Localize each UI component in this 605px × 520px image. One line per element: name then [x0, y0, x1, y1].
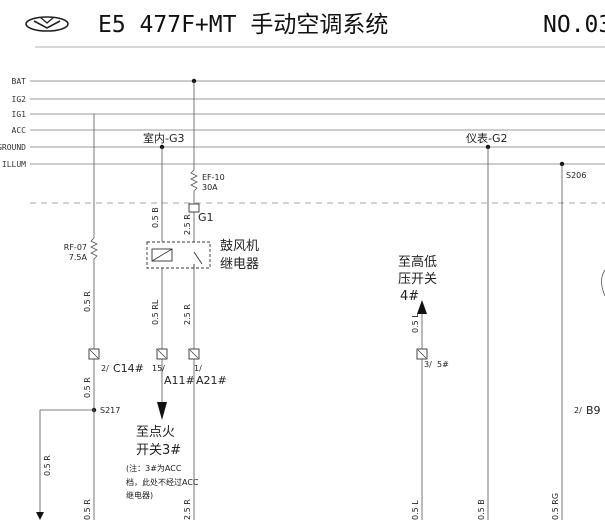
connector-g1 [188, 203, 200, 213]
fuse-ef10-icon [190, 169, 198, 196]
wire-label-05r: 0.5 R [83, 291, 92, 312]
wire-label-05b: 0.5 B [151, 207, 160, 228]
wire-label-05b-bottom: 0.5 B [477, 499, 486, 520]
page-number: NO.03 [543, 12, 605, 38]
connector-a21-label: A21# [196, 374, 227, 387]
fuse-rf07-icon [90, 237, 98, 266]
fuse-ef10-rating: 30A [202, 183, 218, 192]
diagram-title: E5 477F+MT 手动空调系统 [98, 12, 388, 38]
arrow-up-icon [417, 300, 427, 314]
splice-label-s217: S217 [100, 406, 120, 415]
connector-c5-label: 5# [437, 360, 449, 369]
ignition-switch-note-2: 档，此处不经过ACC [126, 477, 199, 487]
fuse-rf07-name: RF-07 [64, 243, 87, 252]
ignition-switch-label-2: 开关3# [136, 443, 181, 458]
connector-a11-label: A11# [164, 374, 195, 387]
arrow-down-icon [157, 402, 167, 420]
ignition-switch-note-1: (注：3#为ACC [126, 463, 182, 473]
pressure-switch-label-1: 至高低 [398, 254, 437, 270]
rail-label-illum: ILLUM [2, 160, 26, 169]
blower-relay-label-2: 继电器 [220, 257, 259, 272]
wire-label-05rg: 0.5 RG [551, 493, 560, 520]
ignition-switch-note-3: 继电器) [126, 490, 153, 500]
wire-label-25r-bottom: 2.5 R [183, 304, 192, 325]
connector-a21-pins: 1/ [194, 364, 202, 373]
ground-label-panel: 仪表-G2 [466, 131, 508, 145]
connector-c5-pins: 3/ [424, 360, 432, 369]
ignition-switch-label-1: 至点火 [136, 425, 175, 440]
wire-label-25r-top: 2.5 R [183, 214, 192, 235]
wire-group [39, 81, 563, 520]
connector-b9-pins: 2/ [574, 406, 582, 415]
wire-label-05r-left: 0.5 R [43, 455, 52, 476]
connector-a11-pins: 15/ [152, 364, 165, 373]
splice-label-s206: S206 [566, 171, 586, 180]
chery-logo-icon [25, 16, 69, 32]
wire-label-05r-bottom: 0.5 R [83, 499, 92, 520]
rail-label-acc: ACC [12, 126, 27, 135]
blower-relay-icon [146, 241, 211, 269]
rail-label-ground: GROUND [0, 143, 26, 152]
fuse-ef10-name: EF-10 [202, 173, 225, 182]
connector-g1-label: G1 [198, 211, 214, 224]
rail-label-bat: BAT [12, 77, 27, 86]
blower-relay-label-1: 鼓风机 [220, 239, 259, 254]
wire-label-05r-s217: 0.5 R [83, 377, 92, 398]
wire-label-05l: 0.5 L [411, 313, 420, 333]
connector-b9-label: B9 [586, 404, 601, 417]
wire-label-25r-bottom2: 2.5 R [183, 499, 192, 520]
connector-c14-pins: 2/ [101, 364, 109, 373]
rail-label-ig1: IG1 [12, 110, 27, 119]
ground-label-indoor: 室内-G3 [143, 131, 185, 145]
wire-label-05l-bottom: 0.5 L [411, 500, 420, 520]
fuse-rf07-rating: 7.5A [69, 253, 88, 262]
partial-component-icon [601, 269, 605, 297]
pressure-switch-label-2: 压开关 [398, 272, 437, 287]
wire-label-05rl: 0.5 RL [151, 299, 160, 325]
rail-label-ig2: IG2 [12, 95, 27, 104]
arrow-down-left-icon [36, 512, 44, 520]
pressure-switch-label-3: 4# [400, 289, 419, 304]
power-rails: BAT IG2 IG1 ACC GROUND ILLUM [0, 77, 605, 169]
connector-c14-label: C14# [113, 362, 144, 375]
